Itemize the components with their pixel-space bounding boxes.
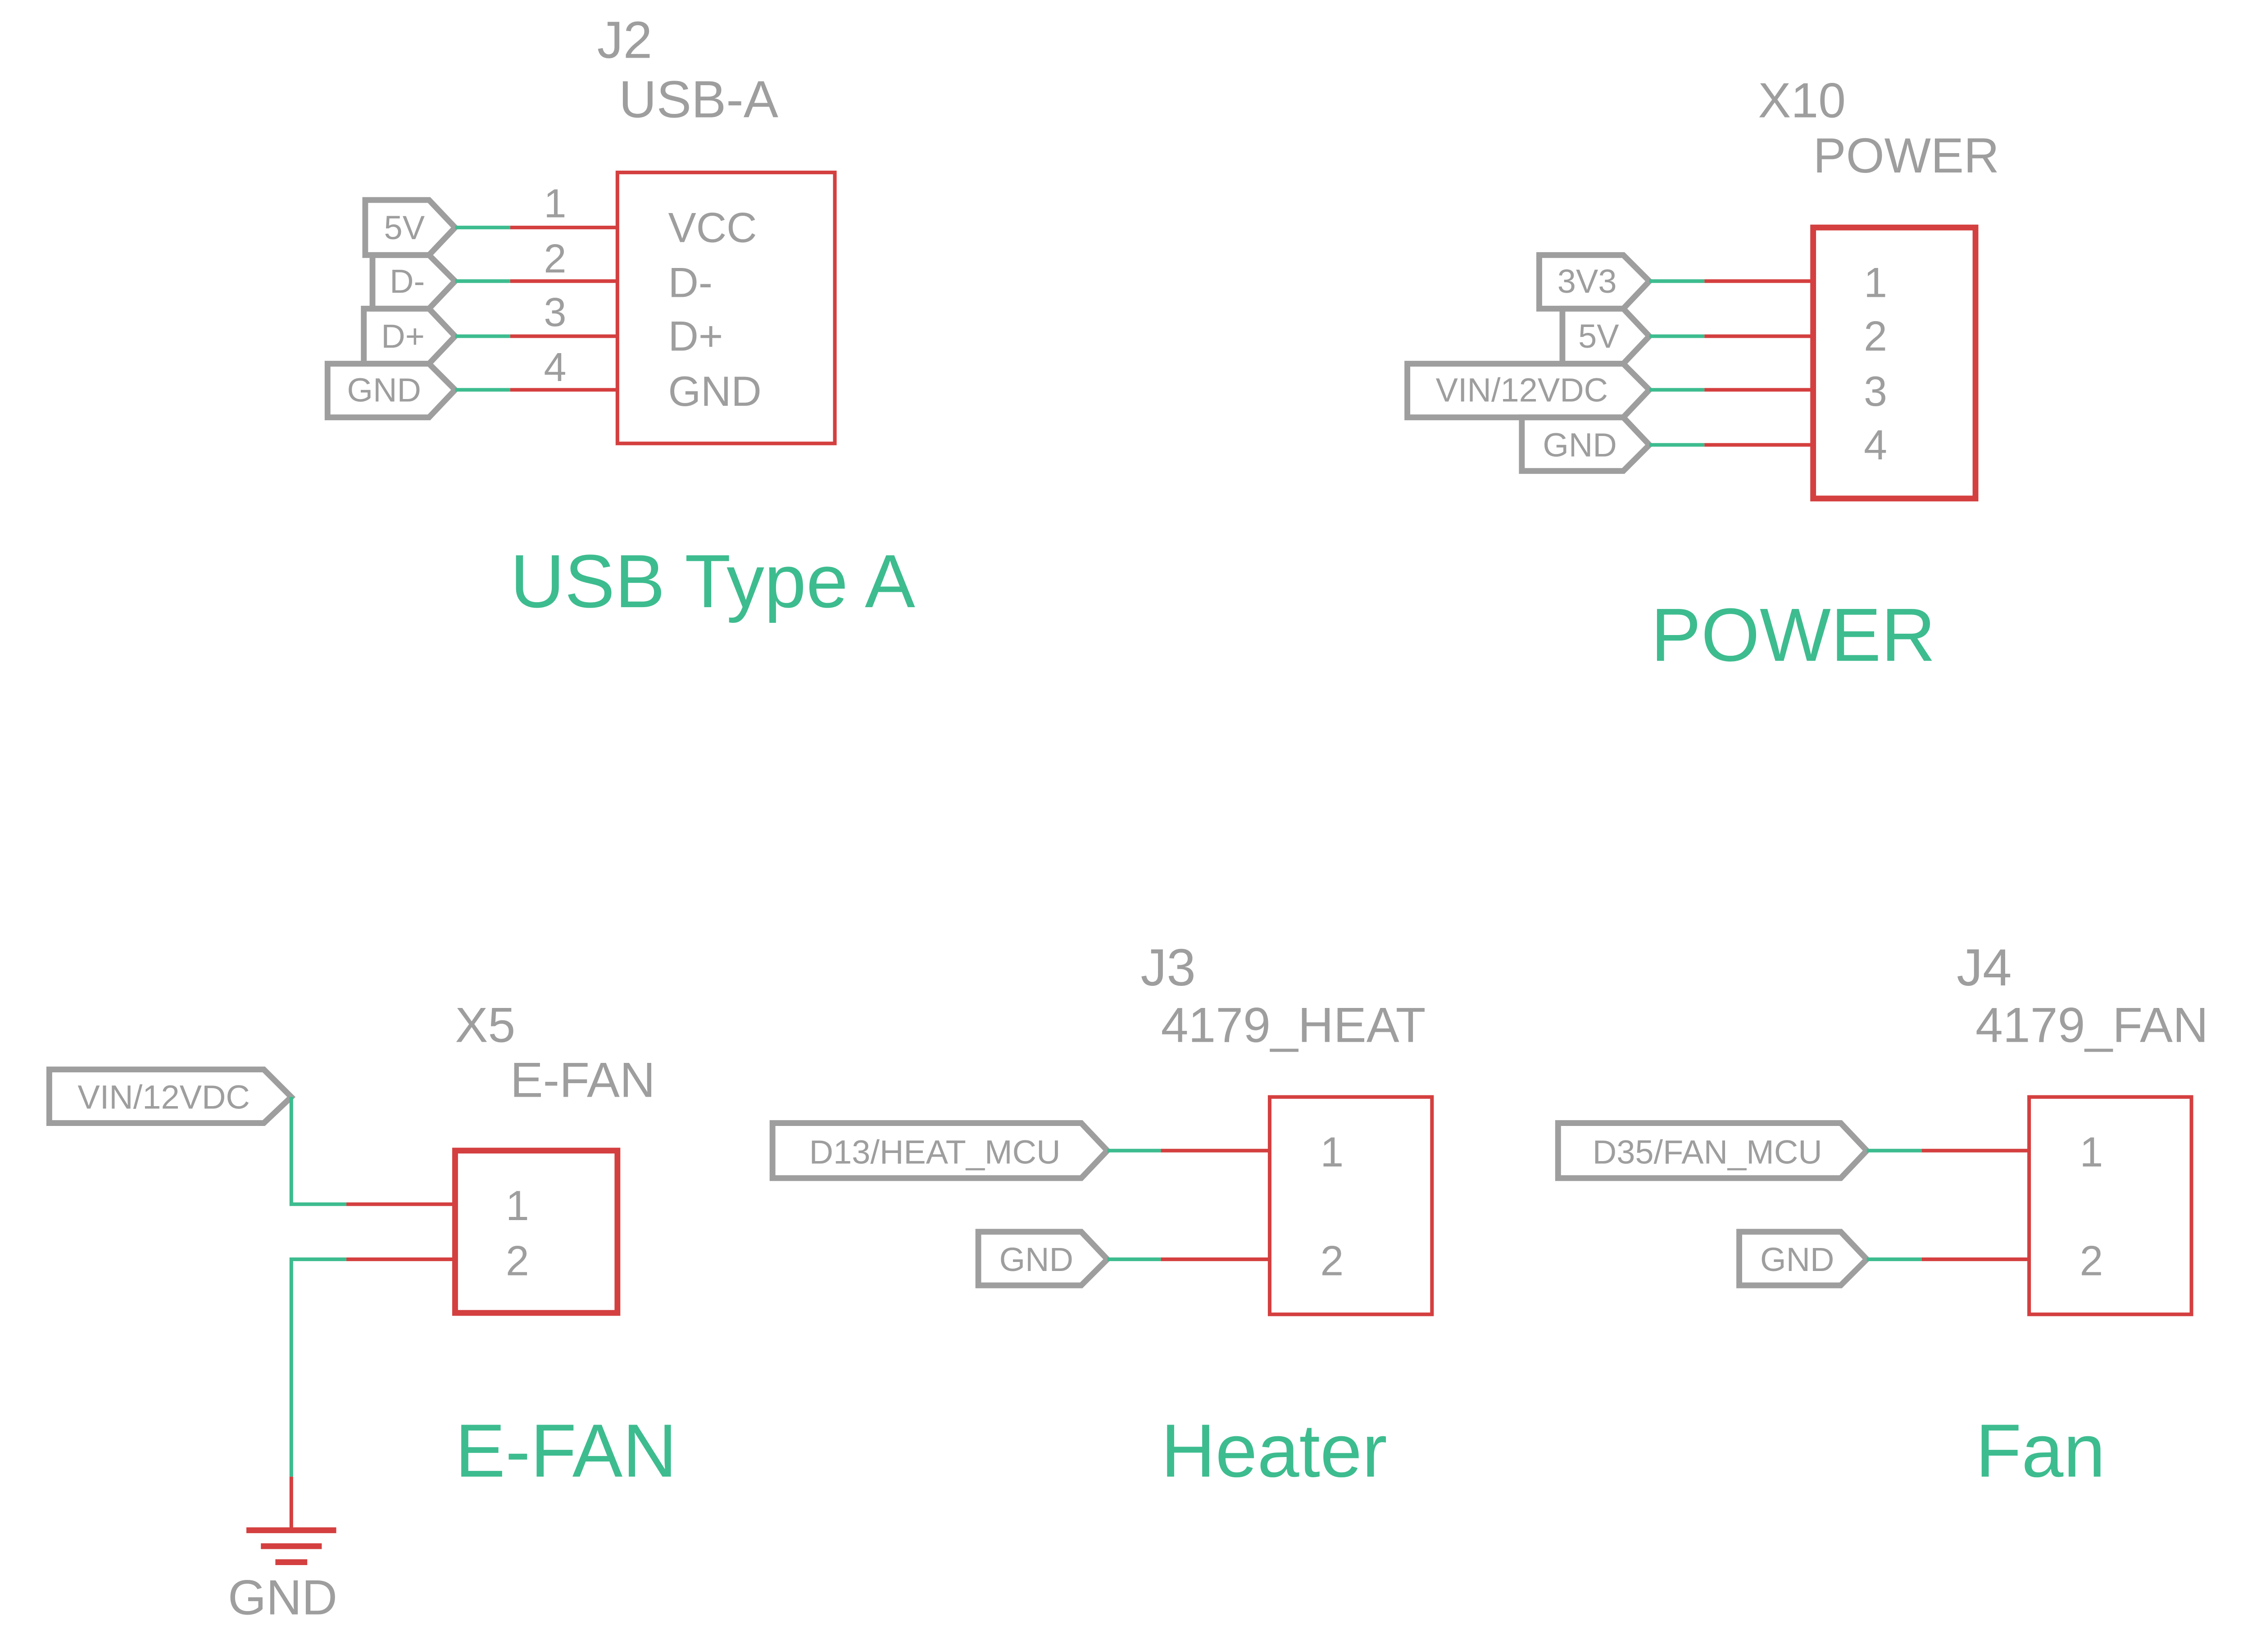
heater-refdes: J3 xyxy=(1141,938,1196,997)
pin-number: 1 xyxy=(506,1182,529,1229)
net-label-gnd[interactable] xyxy=(324,361,459,421)
net-label-d-plus[interactable] xyxy=(361,305,459,367)
pin-name: VCC xyxy=(668,204,757,251)
pin-name: GND xyxy=(668,368,761,415)
pin-name: D- xyxy=(668,259,712,306)
efan-value: E-FAN xyxy=(510,1053,655,1108)
heater-connector-block: J3 4179_HEAT D13/HEAT_MCU GND 1 2 Heater xyxy=(769,938,1434,1493)
net-label-text: GND xyxy=(1760,1241,1834,1278)
usb-refdes: J2 xyxy=(597,11,652,69)
efan-refdes: X5 xyxy=(455,998,515,1053)
efan-connector-block: X5 E-FAN VIN/12VDC 1 2 GND E-FAN xyxy=(46,998,677,1625)
pin-number: 2 xyxy=(544,236,566,281)
power-value: POWER xyxy=(1813,128,1999,183)
pin-number: 2 xyxy=(506,1237,529,1284)
net-label-text: VIN/12VDC xyxy=(77,1078,250,1116)
net-label-text: 5V xyxy=(1578,318,1619,355)
wire[interactable] xyxy=(289,1097,347,1206)
net-label-text: VIN/12VDC xyxy=(1436,371,1608,408)
pin-number: 4 xyxy=(1864,422,1887,468)
usb-connector-block: J2 USB-A 5V 1 VCC D- 2 D- D+ 3 D+ GND 4 … xyxy=(324,11,916,623)
power-connector-body[interactable] xyxy=(1810,224,1979,502)
net-label-text: D35/FAN_MCU xyxy=(1593,1134,1822,1171)
pin-number: 1 xyxy=(544,181,566,227)
net-label-text: D+ xyxy=(381,318,425,355)
net-label-d-minus[interactable] xyxy=(369,252,459,312)
heater-connector-body[interactable] xyxy=(1267,1095,1434,1316)
ground-symbol-icon[interactable] xyxy=(246,1476,336,1565)
usb-value: USB-A xyxy=(619,70,779,129)
usb-frame-title: USB Type A xyxy=(510,540,916,623)
net-label-5v[interactable] xyxy=(1559,305,1653,367)
net-label-5v[interactable] xyxy=(362,197,459,258)
net-label-vin-12vdc[interactable] xyxy=(1404,361,1654,421)
pin-name: D+ xyxy=(668,313,723,360)
fan-refdes: J4 xyxy=(1957,938,2011,997)
pin-number: 1 xyxy=(1864,259,1887,306)
pin-number: 1 xyxy=(2080,1129,2103,1175)
net-label-gnd[interactable] xyxy=(1736,1229,1871,1289)
pin-number: 2 xyxy=(1320,1237,1344,1284)
fan-frame-title: Fan xyxy=(1975,1409,2105,1493)
net-label-gnd[interactable] xyxy=(975,1229,1112,1289)
net-label-d13-heat-mcu[interactable] xyxy=(769,1120,1112,1181)
pin-number: 3 xyxy=(544,290,566,335)
fan-connector-body[interactable] xyxy=(2027,1095,2193,1316)
pin-number: 2 xyxy=(1864,313,1887,360)
ground-symbol-label: GND xyxy=(228,1570,337,1625)
pin-number: 1 xyxy=(1320,1129,1344,1175)
net-label-text: GND xyxy=(1543,427,1616,464)
power-refdes: X10 xyxy=(1758,73,1846,128)
net-label-text: GND xyxy=(999,1241,1073,1278)
power-frame-title: POWER xyxy=(1651,593,1935,677)
net-label-text: GND xyxy=(347,371,421,408)
net-label-text: 5V xyxy=(384,209,425,246)
net-label-3v3[interactable] xyxy=(1536,252,1654,312)
wire[interactable] xyxy=(289,1257,347,1477)
pin-number: 2 xyxy=(2080,1237,2103,1284)
pin-number: 3 xyxy=(1864,368,1887,415)
efan-connector-body[interactable] xyxy=(452,1148,621,1316)
net-label-text: D13/HEAT_MCU xyxy=(809,1134,1061,1171)
net-label-text: 3V3 xyxy=(1557,263,1617,300)
net-label-text: D- xyxy=(390,263,425,300)
usb-connector-body[interactable] xyxy=(615,170,837,445)
net-label-vin-12vdc[interactable] xyxy=(46,1067,296,1126)
net-label-d35-fan-mcu[interactable] xyxy=(1555,1120,1871,1181)
net-label-gnd[interactable] xyxy=(1519,414,1654,474)
fan-value: 4179_FAN xyxy=(1975,998,2208,1053)
heater-frame-title: Heater xyxy=(1161,1409,1387,1493)
fan-connector-block: J4 4179_FAN D35/FAN_MCU GND 1 2 Fan xyxy=(1555,938,2208,1493)
heater-value: 4179_HEAT xyxy=(1161,998,1426,1053)
pin-number: 4 xyxy=(544,345,566,390)
power-connector-block: X10 POWER 3V3 1 5V 2 VIN/12VDC 3 GND 4 P… xyxy=(1404,73,1999,677)
efan-frame-title: E-FAN xyxy=(455,1409,677,1493)
